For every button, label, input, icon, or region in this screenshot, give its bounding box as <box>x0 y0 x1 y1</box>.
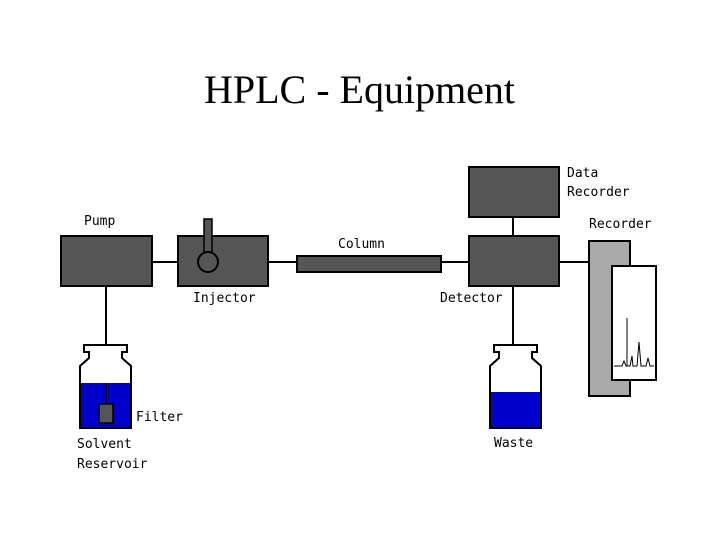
column-tube <box>296 255 442 273</box>
recorder-label: Recorder <box>589 217 652 232</box>
injector-needle <box>203 218 213 254</box>
data-recorder-label-line2: Recorder <box>567 185 630 200</box>
detector-label: Detector <box>440 291 503 306</box>
solvent-reservoir-label-line1: Solvent <box>77 437 132 452</box>
solvent-reservoir-label-line2: Reservoir <box>77 457 148 472</box>
waste-label: Waste <box>494 436 534 451</box>
filter-label: Filter <box>136 410 183 425</box>
injector-box <box>177 235 269 287</box>
data-recorder-box <box>468 166 560 218</box>
injector-valve-icon <box>197 251 219 273</box>
page-title: HPLC - Equipment <box>203 67 516 112</box>
waste-liquid <box>491 392 540 427</box>
detector-box <box>468 235 560 287</box>
data-recorder-label-line1: Data <box>567 166 599 181</box>
filter-icon <box>98 403 114 424</box>
column-label: Column <box>338 237 385 252</box>
pump-label: Pump <box>84 214 116 229</box>
pump-box <box>60 235 153 287</box>
injector-label: Injector <box>193 291 256 306</box>
chromatogram-trace <box>614 341 654 367</box>
